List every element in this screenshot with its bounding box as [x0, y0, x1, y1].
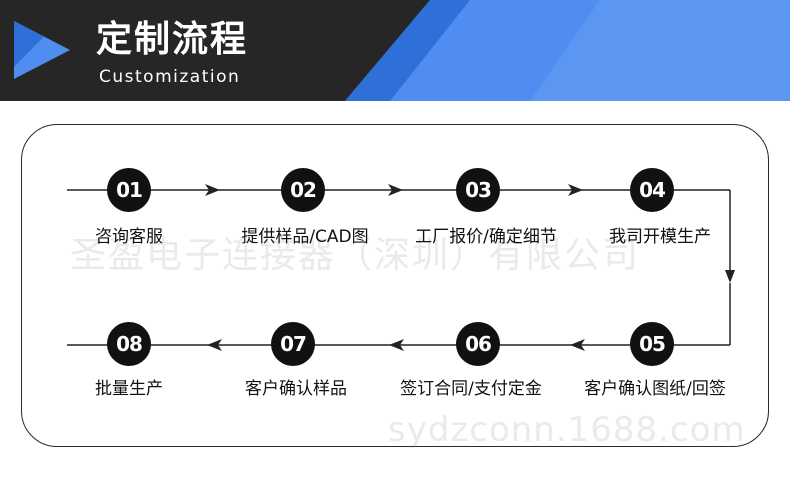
step-label-04: 我司开模生产 — [609, 227, 711, 247]
step-number-01: 01 — [107, 168, 151, 212]
arrow-head-icon — [205, 184, 220, 196]
step-label-07: 客户确认样品 — [245, 379, 347, 399]
arrow-head-icon — [725, 270, 735, 283]
step-label-02: 提供样品/CAD图 — [241, 227, 369, 247]
arrow-head-icon — [389, 339, 404, 351]
header-blue-shape — [345, 0, 790, 101]
step-label-03: 工厂报价/确定细节 — [415, 227, 557, 247]
step-number-02: 02 — [281, 168, 325, 212]
arrow-head-icon — [568, 184, 583, 196]
step-number-08: 08 — [107, 322, 151, 366]
arrow-head-icon — [388, 184, 403, 196]
step-number-06: 06 — [456, 322, 500, 366]
page-title: 定制流程 — [96, 19, 249, 60]
step-label-06: 签订合同/支付定金 — [400, 379, 542, 399]
arrow-head-icon — [207, 339, 222, 351]
step-label-01: 咨询客服 — [95, 227, 163, 247]
step-number-04: 04 — [630, 168, 674, 212]
header-banner: 定制流程 Customization — [0, 0, 790, 101]
step-number-05: 05 — [630, 322, 674, 366]
step-label-08: 批量生产 — [95, 379, 163, 399]
page-subtitle: Customization — [99, 67, 241, 87]
step-number-07: 07 — [271, 322, 315, 366]
arrow-head-icon — [570, 339, 585, 351]
step-label-05: 客户确认图纸/回签 — [584, 379, 726, 399]
step-number-03: 03 — [456, 168, 500, 212]
play-triangle-icon — [14, 21, 70, 79]
